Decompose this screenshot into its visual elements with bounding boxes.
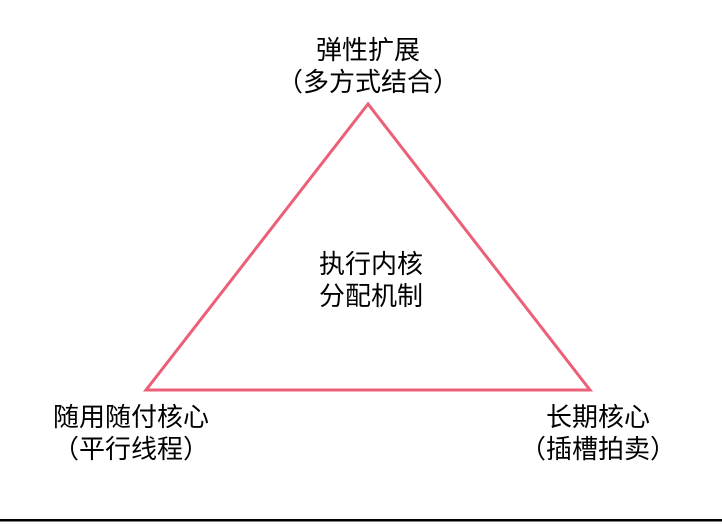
- top-vertex-subtitle: （多方式结合）: [276, 67, 460, 97]
- top-vertex-label: 弹性扩展 （多方式结合）: [277, 34, 459, 98]
- bottom-left-vertex-label: 随用随付核心 （平行线程）: [53, 401, 209, 465]
- bottom-left-vertex-subtitle: （平行线程）: [52, 434, 210, 464]
- triangle-center-label: 执行内核 分配机制: [319, 248, 423, 312]
- triangle-outline: [142, 101, 594, 392]
- bottom-divider: [0, 519, 722, 522]
- top-vertex-title: 弹性扩展: [315, 35, 421, 65]
- bottom-right-vertex-label: 长期核心 （插槽拍卖）: [520, 401, 676, 465]
- center-label-line1: 执行内核: [318, 249, 424, 279]
- bottom-right-vertex-subtitle: （插槽拍卖）: [519, 434, 677, 464]
- bottom-right-vertex-title: 长期核心: [545, 402, 651, 432]
- bottom-left-vertex-title: 随用随付核心: [52, 402, 210, 432]
- center-label-line2: 分配机制: [318, 281, 424, 311]
